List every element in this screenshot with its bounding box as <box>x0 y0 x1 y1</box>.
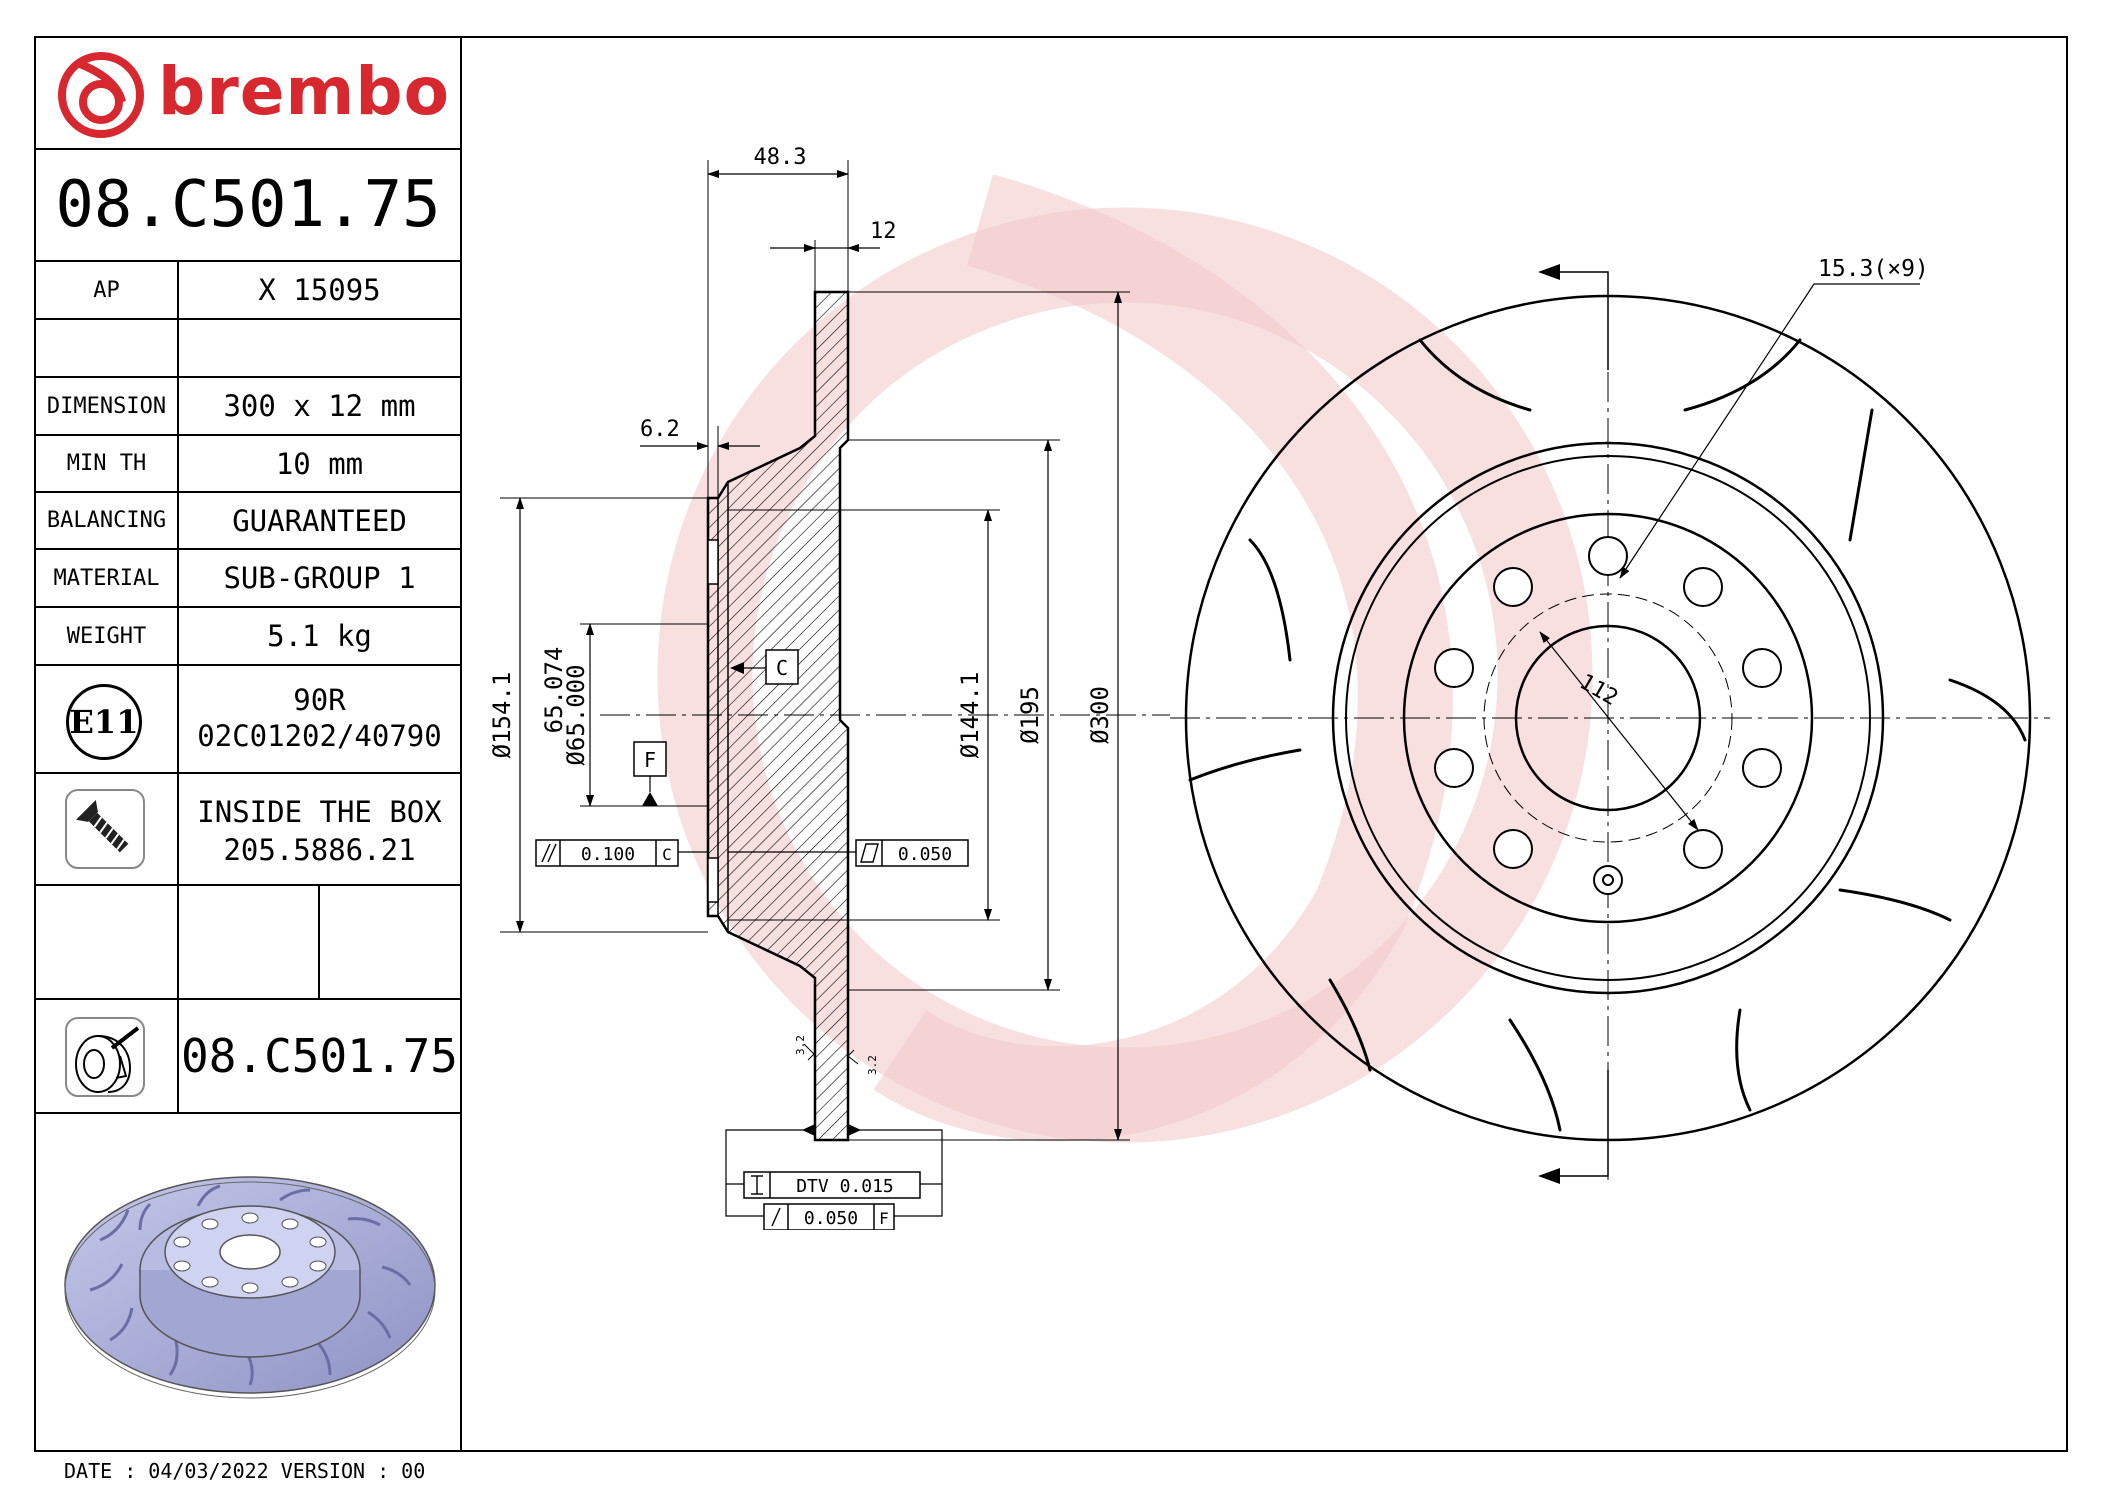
dim-disc-thickness: 12 <box>870 219 897 244</box>
column-divider <box>177 260 179 998</box>
datum-f-label: F <box>644 748 656 772</box>
row-divider <box>34 884 461 886</box>
title-block-divider <box>460 36 462 1452</box>
row-divider <box>34 606 461 608</box>
dimension-label: DIMENSION <box>46 393 167 419</box>
row-divider <box>34 491 461 493</box>
row-divider <box>34 260 461 262</box>
disc-front-view: 15.3(×9) 112 <box>1170 256 2050 1184</box>
balancing-label: BALANCING <box>46 508 167 533</box>
section-profile <box>706 290 850 1142</box>
flatness-value: 0.050 <box>898 844 952 865</box>
dim-hat-thickness: 6.2 <box>640 417 680 442</box>
min-th-value: 10 mm <box>275 446 364 481</box>
brand-name: brembo <box>158 53 450 130</box>
row-divider <box>34 434 461 436</box>
row-divider <box>34 772 461 774</box>
dim-d195: Ø195 <box>1016 686 1044 744</box>
material-label: MATERIAL <box>53 565 160 591</box>
dtv-value: DTV 0.015 <box>796 1176 894 1197</box>
dim-d154: Ø154.1 <box>488 672 516 759</box>
row-divider <box>34 148 461 150</box>
runout-datum: F <box>879 1209 889 1228</box>
dim-d300: Ø300 <box>1086 686 1114 744</box>
footer-date-version: DATE : 04/03/2022 VERSION : 00 <box>64 1459 426 1483</box>
disc-kit-icon <box>65 1017 145 1097</box>
box-contents-number: 205.5886.21 <box>223 833 416 867</box>
approval-regulation: 90R <box>293 683 346 717</box>
roughness-left: 3.2 <box>794 1035 807 1055</box>
weight-label: WEIGHT <box>66 623 147 649</box>
outer-border <box>34 36 2068 1452</box>
row-divider <box>34 998 461 1000</box>
disc-3d-rendering <box>64 1176 436 1399</box>
roughness-right: 3.2 <box>866 1055 879 1075</box>
parallelism-value: 0.100 <box>581 844 635 865</box>
kit-part-number: 08.C501.75 <box>181 1029 458 1083</box>
column-divider <box>177 998 179 1112</box>
dim-hub-max: 65.074 <box>540 647 568 734</box>
weight-value: 5.1 kg <box>267 619 372 653</box>
ap-value: X 15095 <box>258 273 381 307</box>
box-contents-label: INSIDE THE BOX <box>197 795 442 829</box>
approval-number: 02C01202/40790 <box>197 719 442 753</box>
dim-d144: Ø144.1 <box>956 672 984 759</box>
column-divider <box>318 884 320 998</box>
min-th-label: MIN TH <box>66 451 147 476</box>
approval-mark-icon: E11 <box>66 684 142 760</box>
brembo-logo-icon <box>58 52 144 138</box>
row-divider <box>34 318 461 320</box>
dim-hub-min: Ø65.000 <box>562 664 590 765</box>
datum-c-label: C <box>776 656 788 680</box>
dimension-value: 300 x 12 mm <box>223 389 416 423</box>
runout-value: 0.050 <box>804 1208 858 1229</box>
row-divider <box>34 548 461 550</box>
parallelism-datum: C <box>662 845 672 864</box>
row-divider <box>34 664 461 666</box>
disc-cross-section: 48.3 12 6.2 Ø154.1 65.074 Ø65.000 Ø144.1… <box>488 145 1170 1230</box>
dim-hole-diameter: 15.3(×9) <box>1818 256 1929 282</box>
screw-icon <box>65 789 145 869</box>
ap-label: AP <box>93 277 120 303</box>
part-number: 08.C501.75 <box>55 168 441 242</box>
material-value: SUB-GROUP 1 <box>223 561 416 595</box>
row-divider <box>34 1112 461 1114</box>
dim-overall-height: 48.3 <box>754 145 807 170</box>
balancing-value: GUARANTEED <box>232 503 407 538</box>
row-divider <box>34 376 461 378</box>
